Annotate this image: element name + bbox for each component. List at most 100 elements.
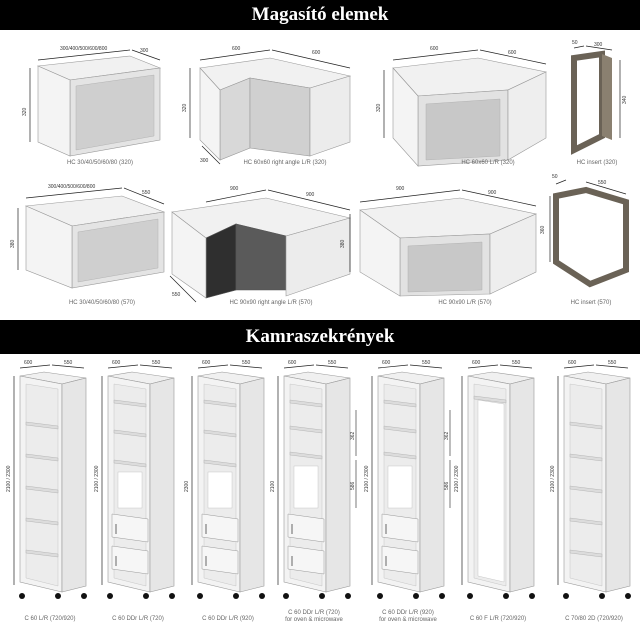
tall-unit-6-depth: 550 xyxy=(512,360,521,366)
wall-units-row-2: 300/400/500/600/800 550 380 HC 30/40/50/… xyxy=(0,172,640,317)
wall-unit-1-width: 300/400/500/600/800 xyxy=(60,46,107,52)
wall-unit-6-width: 900 xyxy=(230,186,239,192)
tall-unit-3-depth: 550 xyxy=(242,360,251,366)
wall-unit-7-height: 380 xyxy=(340,239,346,248)
tall-unit-3-caption-line1: C 60 DDr L/R (920) xyxy=(202,616,254,622)
section-title-height-extensions: Magasító elemek xyxy=(0,0,640,30)
tall-unit-2-width: 600 xyxy=(112,360,121,366)
wall-unit-2-width: 600 xyxy=(232,46,241,52)
tall-unit-5-drawing: 600 550 2100 / 2300 362 586 xyxy=(364,360,451,599)
tall-unit-7: 600 550 2100 / 2300 C 70/80 2D (720/920) xyxy=(550,360,636,640)
wall-unit-right-angle-320: 600 600 320 300 HC 60x60 right angle L/R… xyxy=(180,38,360,168)
wall-unit-straight-570: 300/400/500/600/800 550 380 HC 30/40/50/… xyxy=(10,178,172,310)
wall-unit-5-caption: HC 30/40/50/60/80 (570) xyxy=(68,300,136,306)
wall-unit-5-width: 300/400/500/600/800 xyxy=(48,184,95,190)
wall-unit-8-caption: HC insert (570) xyxy=(570,300,612,306)
wall-unit-7-width: 900 xyxy=(396,186,405,192)
wall-unit-straight-570-drawing: 300/400/500/600/800 550 380 xyxy=(10,184,166,289)
tall-unit-4-caption-line1: C 60 DDr L/R (720) xyxy=(288,610,340,616)
wall-unit-1-caption: HC 30/40/50/60/80 (320) xyxy=(66,160,134,166)
wall-unit-7-depth: 900 xyxy=(488,190,497,196)
wall-unit-3-depth: 600 xyxy=(508,50,517,56)
wall-unit-straight-320-drawing: 300/400/500/600/800 300 320 xyxy=(22,46,162,157)
wall-unit-2-caption: HC 60x60 right angle L/R (320) xyxy=(243,160,327,166)
wall-unit-3-caption: HC 60x60 L/R (320) xyxy=(461,160,515,166)
wall-unit-4-height: 340 xyxy=(622,95,628,104)
tall-unit-5-height-lower: 586 xyxy=(444,481,450,490)
wall-unit-6-depth-inner: 550 xyxy=(172,292,181,298)
tall-unit-1-caption: C 60 L/R (720/920) xyxy=(2,616,98,623)
tall-unit-1-height: 2100 / 2300 xyxy=(6,465,12,492)
tall-unit-5-depth: 550 xyxy=(422,360,431,366)
tall-unit-2-caption-line1: C 60 DDr L/R (720) xyxy=(112,616,164,622)
tall-unit-5: 600 550 2100 / 2300 362 586 C 60 DDr L/R (920… xyxy=(364,360,451,640)
tall-unit-6-height: 2100 / 2300 xyxy=(454,465,460,492)
tall-unit-4-width: 600 xyxy=(288,360,297,366)
tall-unit-4-height: 2100 xyxy=(270,481,276,492)
wall-unit-6-caption: HC 90x90 right angle L/R (570) xyxy=(229,300,313,306)
wall-unit-diagonal-320: 600 600 320 HC 60x60 L/R (320) xyxy=(376,38,553,168)
tall-unit-4-caption-line2: for oven & microwave xyxy=(285,617,343,623)
tall-unit-3-width: 600 xyxy=(202,360,211,366)
tall-unit-4-depth: 550 xyxy=(328,360,337,366)
tall-unit-2-depth: 550 xyxy=(152,360,161,366)
tall-unit-5-height-upper: 362 xyxy=(444,431,450,440)
wall-unit-right-angle-570-drawing: 900 900 550 xyxy=(169,186,352,303)
wall-unit-diagonal-570-drawing: 900 900 380 xyxy=(340,186,537,297)
tall-unit-4-caption: C 60 DDr L/R (720)for oven & microwave xyxy=(266,610,362,624)
wall-unit-insert-320-drawing: 50 300 340 xyxy=(571,40,628,155)
tall-unit-3-height: 2300 xyxy=(184,481,190,492)
tall-unit-2: 600 550 2100 / 2300 C 60 DDr L/R (720) xyxy=(94,360,180,640)
tall-unit-2-height: 2100 / 2300 xyxy=(94,465,100,492)
tall-unit-4-height-upper: 362 xyxy=(350,431,356,440)
tall-units-row: 600 550 2100 / 2300 C 60 L/R (720/920) 600 55… xyxy=(0,360,640,640)
tall-unit-3-caption: C 60 DDr L/R (920) xyxy=(180,616,276,623)
wall-unit-3-height: 320 xyxy=(376,103,382,112)
wall-unit-right-angle-320-drawing: 600 600 320 300 xyxy=(182,46,352,165)
tall-unit-7-width: 600 xyxy=(568,360,577,366)
wall-unit-insert-570-drawing: 50 550 360 xyxy=(540,174,629,288)
tall-unit-3-drawing: 600 550 2300 xyxy=(184,360,265,599)
tall-unit-2-caption: C 60 DDr L/R (720) xyxy=(90,616,186,623)
tall-unit-6-caption-line1: C 60 F L/R (720/920) xyxy=(469,616,527,622)
wall-unit-1-height: 320 xyxy=(22,107,28,116)
wall-unit-2-depth: 600 xyxy=(312,50,321,56)
wall-unit-right-angle-570: 900 900 550 HC 90x90 right angle L/R (57… xyxy=(166,178,356,310)
wall-unit-4-caption: HC insert (320) xyxy=(576,160,618,166)
tall-unit-5-caption: C 60 DDr L/R (920)for oven & microwave xyxy=(360,610,456,624)
wall-unit-8-depth: 550 xyxy=(598,180,607,186)
wall-unit-straight-320: 300/400/500/600/800 300 320 HC 30/40/50/… xyxy=(20,38,170,168)
tall-unit-7-depth: 550 xyxy=(608,360,617,366)
tall-unit-5-caption-line2: for oven & microwave xyxy=(379,617,437,623)
wall-unit-5-depth: 550 xyxy=(142,190,151,196)
wall-unit-3-width: 600 xyxy=(430,46,439,52)
wall-unit-diagonal-570: 900 900 380 HC 90x90 L/R (570) xyxy=(340,178,540,310)
tall-unit-1-width: 600 xyxy=(24,360,33,366)
wall-unit-6-depth: 900 xyxy=(306,192,315,198)
wall-unit-diagonal-320-drawing: 600 600 320 xyxy=(376,46,547,167)
wall-unit-1-depth: 300 xyxy=(140,48,149,54)
tall-unit-7-caption-line1: C 70/80 2D (720/920) xyxy=(565,616,623,622)
tall-unit-5-height: 2100 / 2300 xyxy=(364,465,370,492)
wall-unit-8-width: 50 xyxy=(552,174,558,180)
wall-units-row-1: 300/400/500/600/800 300 320 HC 30/40/50/… xyxy=(0,30,640,175)
wall-unit-8-height: 360 xyxy=(540,225,546,234)
tall-unit-5-width: 600 xyxy=(382,360,391,366)
tall-unit-1-drawing: 600 550 2100 / 2300 xyxy=(6,360,87,599)
section-title-pantry-cabinets: Kamraszekrények xyxy=(0,320,640,354)
wall-unit-7-caption: HC 90x90 L/R (570) xyxy=(438,300,492,306)
wall-unit-4-depth: 300 xyxy=(594,42,603,48)
wall-unit-2-height: 320 xyxy=(182,103,188,112)
wall-unit-4-width: 50 xyxy=(572,40,578,46)
tall-unit-3: 600 550 2300 C 60 DDr L/R (920) xyxy=(184,360,270,640)
tall-unit-6-caption: C 60 F L/R (720/920) xyxy=(450,616,546,623)
tall-unit-2-drawing: 600 550 2100 / 2300 xyxy=(94,360,175,599)
tall-unit-7-height: 2100 / 2300 xyxy=(550,465,556,492)
tall-unit-5-caption-line1: C 60 DDr L/R (920) xyxy=(382,610,434,616)
wall-unit-2-depth-inner: 300 xyxy=(200,158,209,164)
tall-unit-1-depth: 550 xyxy=(64,360,73,366)
